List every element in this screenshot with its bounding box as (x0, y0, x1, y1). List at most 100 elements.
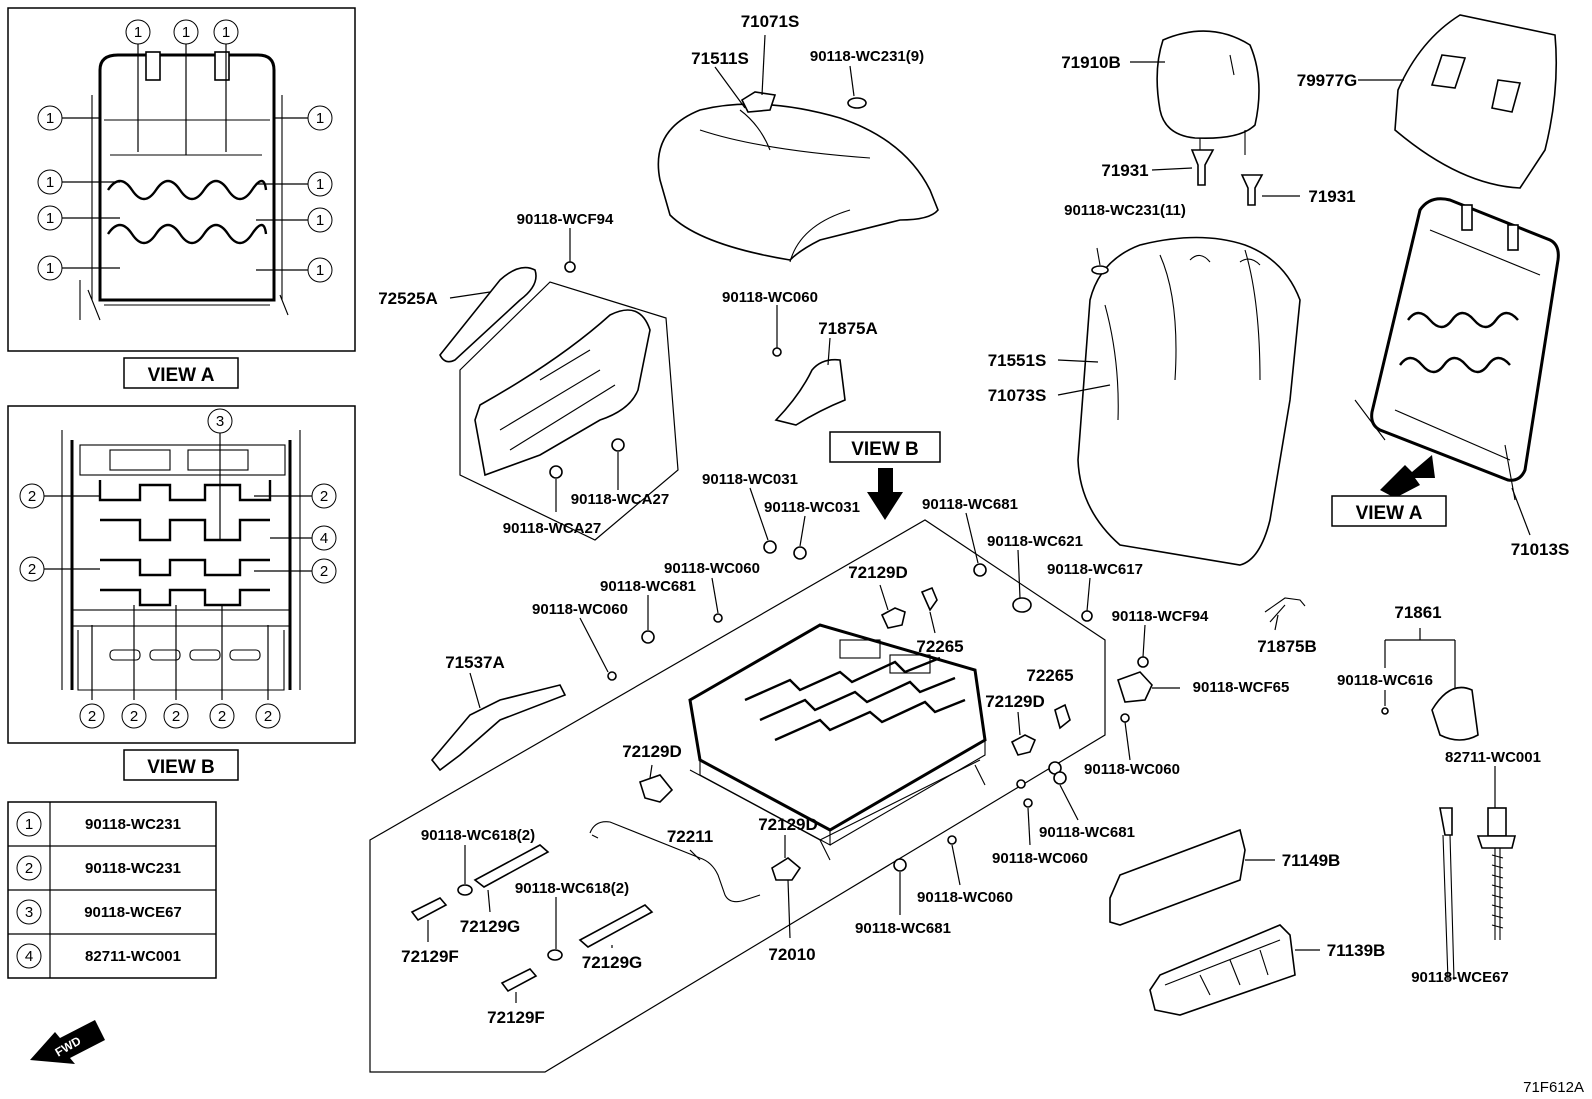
svg-text:90118-WC231(11): 90118-WC231(11) (1064, 202, 1186, 219)
label-72010: 72010 (768, 879, 816, 964)
svg-text:90118-WCA27: 90118-WCA27 (503, 520, 601, 537)
rail-72129G (578, 904, 654, 948)
clip-72265 (920, 586, 938, 612)
svg-text:71071S: 71071S (741, 12, 800, 31)
rail-72129F (500, 968, 538, 993)
rail-72129F (410, 897, 448, 922)
legend-row: 4 82711-WC001 (16, 943, 181, 969)
bushing-icon (457, 884, 563, 961)
svg-text:2: 2 (28, 488, 36, 505)
svg-text:1: 1 (46, 110, 54, 127)
svg-text:72129F: 72129F (487, 1008, 545, 1027)
svg-text:VIEW A: VIEW A (1356, 503, 1423, 524)
view-b-callout-left-2: 2 (19, 556, 100, 582)
view-a-callout-right-4: 1 (256, 257, 333, 283)
svg-text:4: 4 (25, 948, 33, 965)
wire-clamp-82711 (1476, 807, 1517, 940)
label-90118-WC231-9: 90118-WC231(9) (810, 48, 924, 97)
svg-text:71875B: 71875B (1257, 637, 1317, 656)
label-90118-WC031-b: 90118-WC031 (764, 499, 860, 547)
tie-90118-WCE67 (1439, 807, 1455, 981)
svg-text:VIEW B: VIEW B (147, 757, 215, 778)
view-b-callout-bottom-5: 2 (255, 625, 281, 729)
legend-row: 3 90118-WCE67 (16, 899, 182, 925)
label-71931-b: 71931 (1262, 187, 1356, 206)
svg-text:2: 2 (218, 708, 226, 725)
view-b-callout-right-1: 2 (254, 483, 337, 509)
view-a-callout-top-right: 1 (213, 19, 239, 152)
label-72129F-b: 72129F (487, 992, 545, 1027)
svg-text:90118-WC621: 90118-WC621 (987, 533, 1083, 550)
svg-text:90118-WC031: 90118-WC031 (702, 471, 798, 488)
svg-text:90118-WC060: 90118-WC060 (722, 289, 818, 306)
screw-icon (607, 613, 723, 681)
side-shield-outline (459, 281, 679, 541)
svg-text:1: 1 (46, 174, 54, 191)
hog-ring-icon (847, 97, 867, 109)
seatback-cover (1077, 236, 1301, 566)
label-72129D-b: 72129D (985, 692, 1045, 736)
label-90118-WC681-a: 90118-WC681 (922, 496, 1018, 564)
view-a-label: VIEW A (123, 357, 239, 389)
label-72129G-a: 72129G (460, 889, 520, 936)
legend-row: 2 90118-WC231 (16, 855, 181, 881)
view-b-arrow-icon (867, 468, 903, 520)
screw-icon (1381, 707, 1389, 715)
svg-text:3: 3 (25, 904, 33, 921)
screw-icon (549, 438, 625, 479)
view-a-callout-left-1: 1 (37, 105, 100, 131)
svg-text:2: 2 (172, 708, 180, 725)
bracket-71875A (774, 358, 846, 426)
svg-text:72129D: 72129D (758, 815, 818, 834)
svg-text:90118-WC231: 90118-WC231 (85, 860, 181, 877)
view-b-callout-right-2: 2 (254, 558, 337, 584)
svg-text:72129D: 72129D (622, 742, 682, 761)
label-71551S: 71551S (988, 351, 1099, 370)
label-90118-WC618-2-b: 90118-WC618(2) (515, 880, 629, 949)
label-90118-WC031-a: 90118-WC031 (702, 471, 798, 541)
seatback-frame (1354, 197, 1560, 501)
view-b-callout-bottom-1: 2 (79, 625, 105, 729)
cap-71861 (1431, 686, 1479, 741)
label-71149B: 71149B (1245, 851, 1340, 870)
label-90118-WCF94-b: 90118-WCF94 (1112, 608, 1209, 658)
label-90118-WC060-f: 90118-WC060 (917, 844, 1013, 906)
svg-text:3: 3 (216, 413, 224, 430)
label-71861: 71861 (1384, 603, 1456, 688)
svg-text:71931: 71931 (1308, 187, 1355, 206)
svg-text:72211: 72211 (667, 827, 713, 846)
svg-text:71537A: 71537A (445, 653, 505, 672)
label-90118-WC681-b: 90118-WC681 (600, 578, 696, 630)
svg-text:72129D: 72129D (848, 563, 908, 582)
fwd-arrow-icon: FWD (30, 1020, 105, 1064)
svg-text:90118-WC060: 90118-WC060 (1084, 761, 1180, 778)
svg-text:2: 2 (130, 708, 138, 725)
label-71511S: 71511S (691, 49, 749, 109)
svg-text:1: 1 (25, 816, 33, 833)
svg-text:71013S: 71013S (1511, 540, 1570, 559)
svg-text:72525A: 72525A (378, 289, 438, 308)
svg-text:72010: 72010 (768, 945, 815, 964)
svg-text:90118-WC031: 90118-WC031 (764, 499, 860, 516)
svg-text:72129G: 72129G (582, 953, 643, 972)
svg-text:90118-WC681: 90118-WC681 (1039, 824, 1135, 841)
screw-icon (772, 347, 782, 357)
label-72211: 72211 (667, 827, 713, 861)
view-a-inset: 1 1 1 1 1 1 1 (7, 7, 356, 352)
label-90118-WC616: 90118-WC616 (1337, 672, 1433, 706)
svg-text:VIEW A: VIEW A (148, 365, 215, 386)
screw-icon (1016, 656, 1149, 789)
svg-text:72129D: 72129D (985, 692, 1045, 711)
label-90118-WC060-a: 90118-WC060 (722, 289, 818, 348)
label-90118-WCF94-a: 90118-WCF94 (517, 211, 614, 262)
clip-72129D (771, 857, 802, 881)
view-b-callout-bottom-2: 2 (121, 605, 147, 729)
headrest (1156, 30, 1260, 155)
svg-text:90118-WC231(9): 90118-WC231(9) (810, 48, 924, 65)
svg-text:2: 2 (88, 708, 96, 725)
view-a-callout-top-left: 1 (125, 19, 151, 152)
label-72265-b: 72265 (1026, 666, 1073, 685)
label-90118-WCF65: 90118-WCF65 (1152, 679, 1289, 696)
svg-text:1: 1 (134, 24, 142, 41)
label-72525A: 72525A (378, 289, 491, 308)
